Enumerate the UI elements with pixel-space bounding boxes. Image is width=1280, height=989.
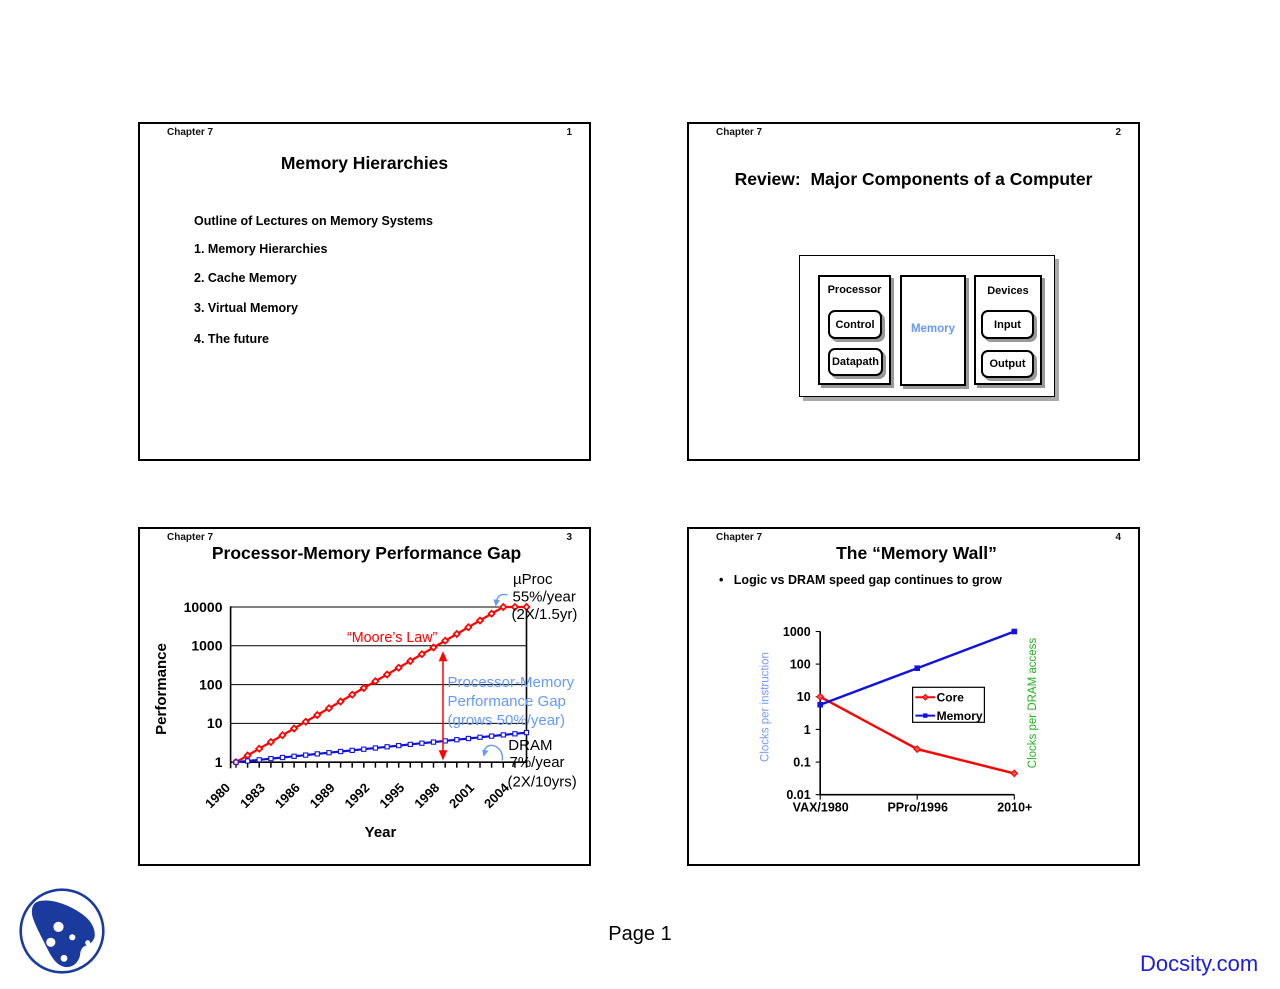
svg-text:1995: 1995 [376,780,407,811]
svg-text:1000: 1000 [783,625,811,639]
svg-text:Memory: Memory [937,709,983,723]
svg-text:1: 1 [215,754,223,770]
svg-text:7%/year: 7%/year [510,754,565,771]
svg-text:1992: 1992 [341,780,372,811]
svg-text:1: 1 [804,723,811,737]
svg-text:DRAM: DRAM [508,737,552,754]
svg-text:Year: Year [365,824,397,841]
svg-text:PPro/1996: PPro/1996 [887,801,948,815]
svg-text:0.1: 0.1 [793,756,810,770]
svg-text:VAX/1980: VAX/1980 [793,801,849,815]
svg-text:Performance: Performance [153,643,170,735]
svg-text:1998: 1998 [411,780,442,811]
svg-text:µProc: µProc [513,571,553,588]
svg-text:“Moore’s Law”: “Moore’s Law” [347,630,438,646]
svg-text:100: 100 [790,658,811,672]
svg-text:Processor-Memory: Processor-Memory [448,674,575,691]
svg-text:Clocks per DRAM access: Clocks per DRAM access [1027,638,1039,769]
svg-text:55%/year: 55%/year [513,588,576,605]
svg-text:Core: Core [937,690,965,704]
svg-text:10: 10 [797,690,811,704]
svg-text:1986: 1986 [272,780,303,811]
svg-text:0.01: 0.01 [786,788,810,802]
svg-text:(2X/1.5yr): (2X/1.5yr) [512,606,578,623]
svg-text:1000: 1000 [191,638,222,654]
svg-text:(2X/10yrs): (2X/10yrs) [508,774,577,791]
svg-text:10: 10 [207,715,223,731]
svg-text:1980: 1980 [202,780,233,811]
svg-text:10000: 10000 [184,599,223,615]
svg-text:Clocks per instruction: Clocks per instruction [760,652,772,762]
svg-text:(grows 50%/year): (grows 50%/year) [448,712,566,729]
svg-text:Performance Gap: Performance Gap [448,693,566,710]
svg-text:2001: 2001 [446,780,477,811]
svg-text:2010+: 2010+ [997,801,1032,815]
svg-text:100: 100 [199,676,223,692]
svg-text:1989: 1989 [307,780,338,811]
svg-text:1983: 1983 [237,780,268,811]
